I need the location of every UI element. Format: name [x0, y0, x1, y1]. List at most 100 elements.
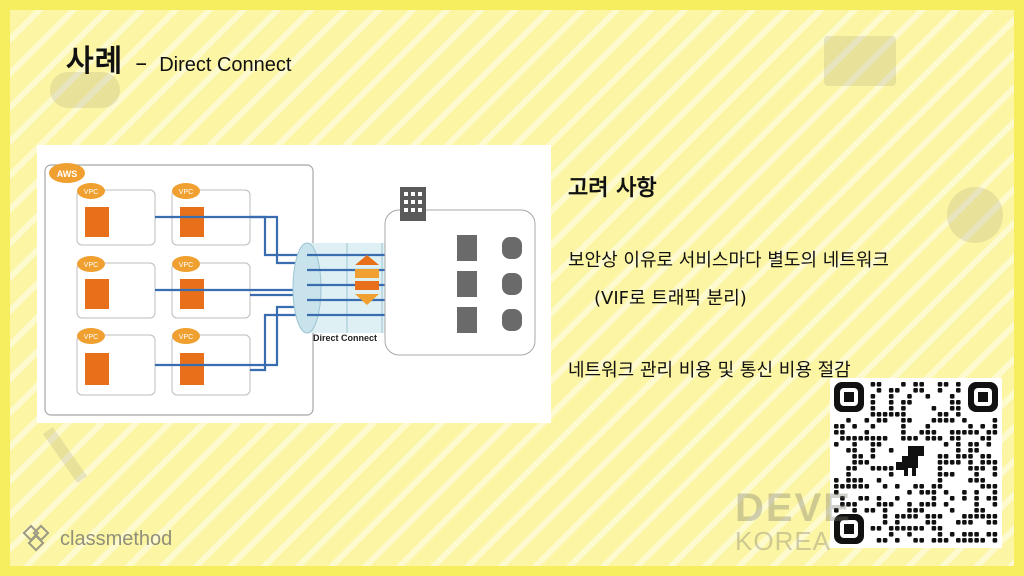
- qr-module: [901, 418, 906, 423]
- qr-module: [870, 442, 876, 447]
- title-sub: Direct Connect: [159, 54, 292, 76]
- qr-module: [956, 538, 961, 543]
- qr-module: [943, 460, 949, 465]
- qr-module: [901, 436, 906, 441]
- watermark-line1: DEVE: [735, 486, 852, 530]
- qr-module: [870, 412, 876, 417]
- qr-module: [876, 436, 882, 441]
- qr-module: [913, 526, 918, 531]
- qr-module: [986, 442, 992, 447]
- qr-module: [919, 490, 924, 495]
- title-dash: –: [135, 49, 148, 77]
- qr-code[interactable]: [830, 378, 1002, 548]
- qr-module: [980, 424, 985, 429]
- qr-module: [962, 538, 967, 543]
- connection-lines: [155, 215, 307, 372]
- direct-connect-label: Direct Connect: [313, 333, 377, 343]
- qr-module: [968, 454, 973, 459]
- direct-connect-icon: [355, 255, 379, 305]
- qr-module: [882, 508, 888, 513]
- qr-module: [980, 484, 985, 489]
- qr-module: [870, 436, 876, 441]
- point-security-detail: (VIF로 트래픽 분리): [594, 288, 747, 309]
- vpc-cloud-icon: [172, 328, 200, 344]
- qr-module: [876, 478, 882, 483]
- qr-module: [907, 532, 912, 537]
- qr-module: [870, 454, 876, 459]
- qr-module: [925, 502, 931, 507]
- qr-module: [937, 382, 943, 387]
- qr-module: [901, 400, 906, 405]
- qr-module: [864, 418, 870, 423]
- qr-module: [968, 430, 973, 435]
- qr-module: [907, 400, 912, 405]
- ec2-icon: [85, 353, 109, 385]
- qr-module: [949, 496, 955, 501]
- qr-module: [931, 496, 937, 501]
- qr-module: [882, 412, 888, 417]
- qr-module: [956, 442, 961, 447]
- qr-code-svg: [834, 382, 998, 544]
- qr-module: [834, 442, 839, 447]
- qr-module: [888, 472, 894, 477]
- qr-module: [992, 484, 998, 489]
- qr-module: [968, 538, 973, 543]
- vpc-box: VPC: [171, 183, 251, 246]
- qr-module: [980, 508, 985, 513]
- qr-module: [943, 454, 949, 459]
- ec2-icon: [180, 353, 204, 385]
- qr-module: [992, 424, 998, 429]
- gamepad-icon: [50, 72, 120, 108]
- server-icon: [457, 235, 477, 261]
- qr-module: [956, 406, 961, 411]
- qr-module: [907, 514, 912, 519]
- qr-module: [974, 466, 979, 471]
- qr-module: [974, 496, 979, 501]
- qr-module: [882, 502, 888, 507]
- qr-module: [846, 466, 851, 471]
- qr-module: [937, 388, 943, 393]
- qr-module: [895, 496, 900, 501]
- database-icon: [502, 273, 522, 295]
- vpc-box: VPC: [171, 328, 251, 396]
- qr-module: [840, 436, 845, 441]
- qr-module: [986, 454, 992, 459]
- qr-module: [986, 514, 992, 519]
- qr-module: [974, 538, 979, 543]
- qr-module: [986, 496, 992, 501]
- qr-module: [870, 400, 876, 405]
- qr-module: [852, 478, 857, 483]
- qr-module: [937, 436, 943, 441]
- qr-module: [846, 472, 851, 477]
- wrench-icon: [42, 426, 88, 484]
- qr-module: [980, 436, 985, 441]
- qr-module: [870, 508, 876, 513]
- qr-module: [907, 436, 912, 441]
- qr-module: [956, 520, 961, 525]
- qr-module: [834, 430, 839, 435]
- ec2-icon: [180, 207, 204, 237]
- qr-module: [925, 394, 931, 399]
- architecture-diagram: AWS VPC VPC VPC VPC: [37, 145, 551, 423]
- qr-module: [962, 532, 967, 537]
- database-icons: [502, 237, 522, 331]
- qr-module: [949, 436, 955, 441]
- qr-module: [943, 418, 949, 423]
- qr-module: [974, 490, 979, 495]
- qr-module: [943, 412, 949, 417]
- qr-module: [882, 418, 888, 423]
- qr-module: [895, 526, 900, 531]
- qr-module: [980, 514, 985, 519]
- qr-module: [834, 484, 839, 489]
- qr-module: [852, 460, 857, 465]
- qr-module: [901, 406, 906, 411]
- qr-module: [870, 394, 876, 399]
- qr-module: [919, 430, 924, 435]
- qr-module: [956, 436, 961, 441]
- qr-module: [888, 502, 894, 507]
- qr-module: [992, 418, 998, 423]
- qr-module: [949, 400, 955, 405]
- qr-module: [901, 424, 906, 429]
- qr-module: [943, 502, 949, 507]
- qr-module: [870, 466, 876, 471]
